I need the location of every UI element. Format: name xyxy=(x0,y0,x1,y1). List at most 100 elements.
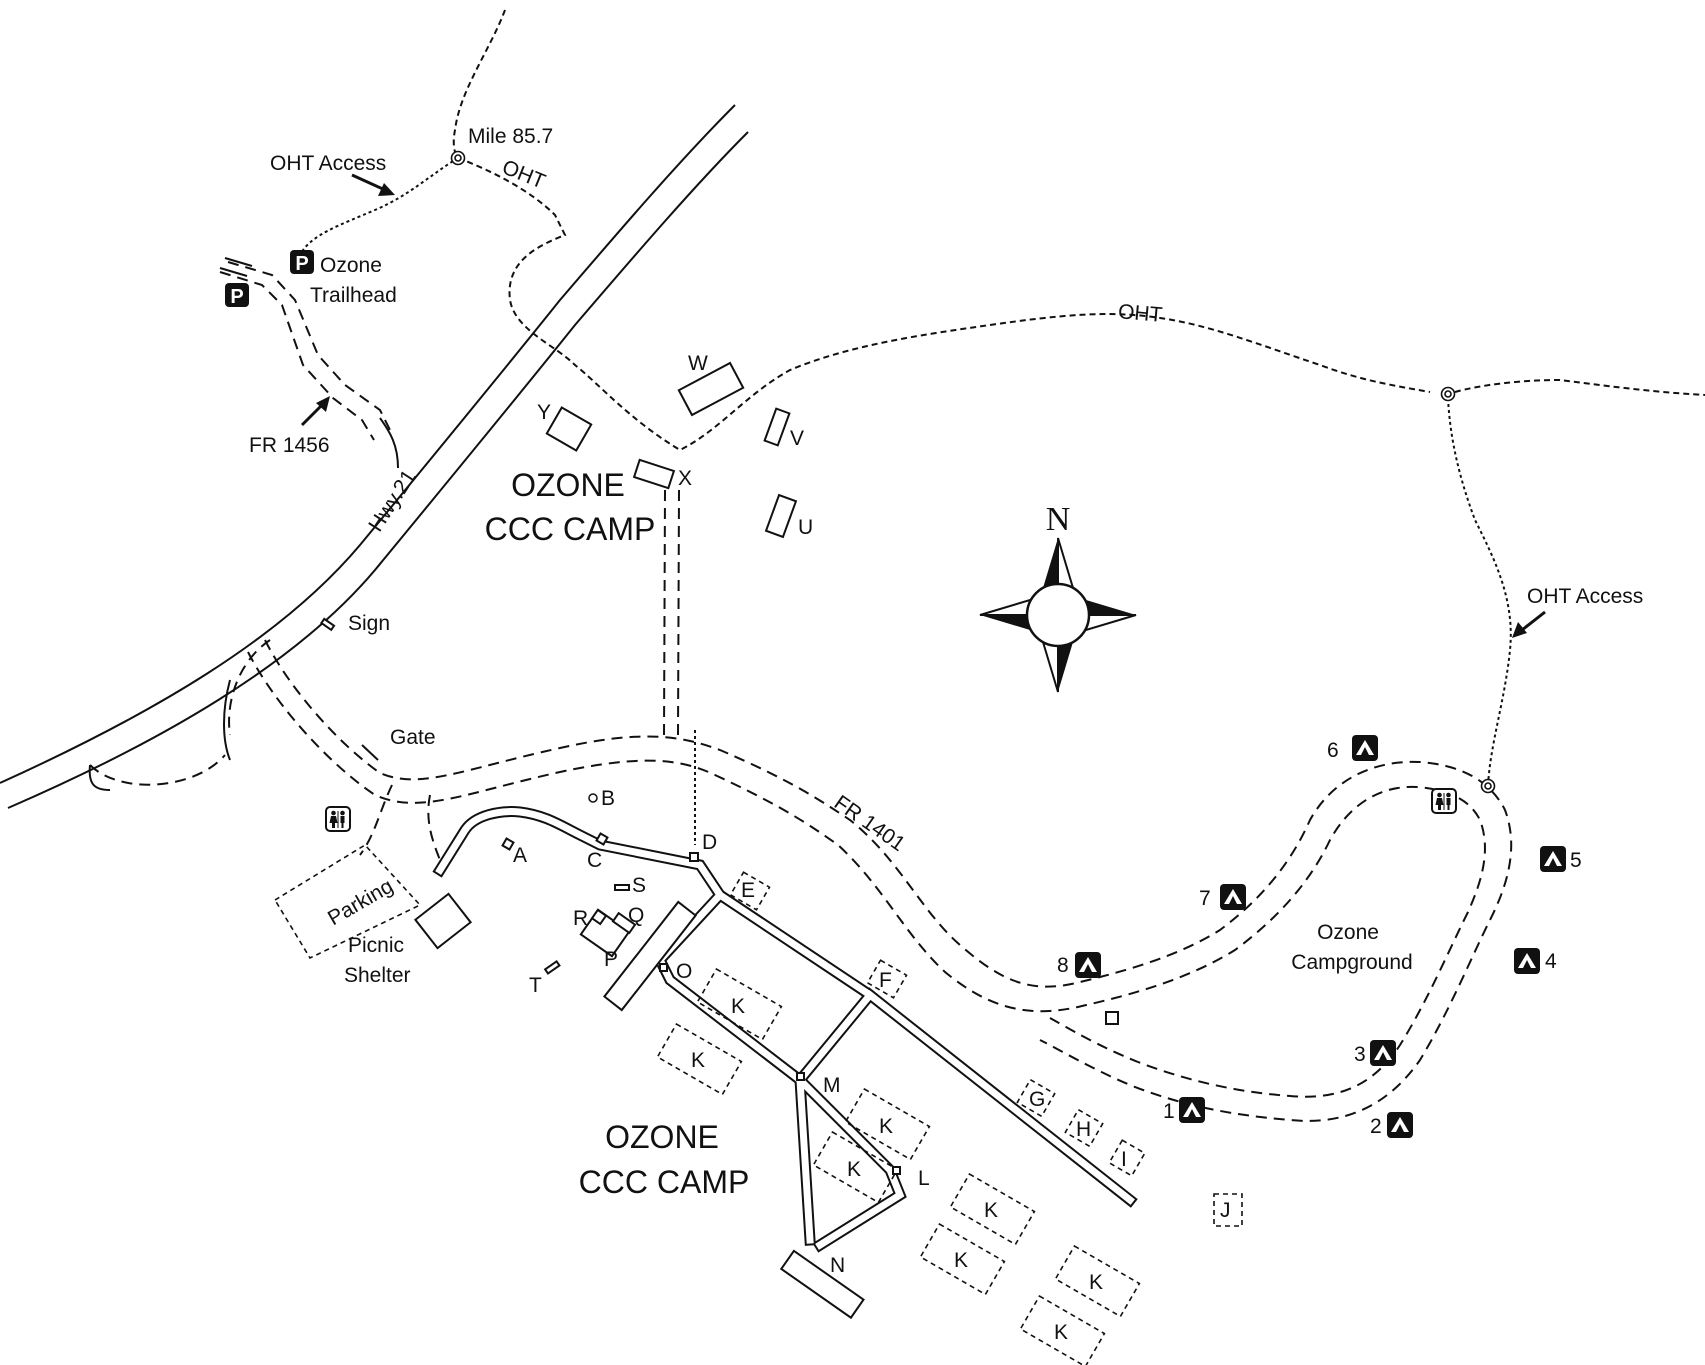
ccc-camp-double-path xyxy=(663,489,680,736)
pointer-arrow-icon xyxy=(300,396,330,427)
oht-trail xyxy=(452,9,1705,452)
trail-junction-icon xyxy=(1440,386,1456,402)
tent-campsite-icon xyxy=(1514,948,1540,974)
site-label-m: M xyxy=(823,1074,841,1097)
site-label-p: P xyxy=(604,948,618,971)
site-label-c: C xyxy=(587,849,602,872)
tent-campsite-icon xyxy=(1540,846,1566,872)
tent-campsite-icon xyxy=(1075,952,1101,978)
site-b-marker xyxy=(588,793,598,803)
campsite-number: 4 xyxy=(1545,950,1557,973)
site-label-j: J xyxy=(1220,1199,1231,1222)
oht-access-nw-label: OHT Access xyxy=(270,152,386,175)
campground-label-2: Campground xyxy=(1291,951,1412,974)
parking-lane xyxy=(359,784,393,856)
site-label-n: N xyxy=(830,1254,845,1277)
fr-1401-road xyxy=(247,639,1513,1122)
fr-1456-junction xyxy=(379,417,399,469)
oht-access-e-trail xyxy=(1447,397,1512,787)
parking-label: Parking xyxy=(324,875,397,931)
site-label-w: W xyxy=(688,352,708,375)
sign-label: Sign xyxy=(348,612,390,635)
building-n xyxy=(779,1249,865,1320)
building-y xyxy=(545,406,593,452)
building-r xyxy=(590,908,608,926)
parking-icon: P xyxy=(290,250,314,275)
trail-junction-icon xyxy=(450,150,466,166)
sign-post xyxy=(319,617,336,632)
compass-north-label: N xyxy=(1046,501,1071,538)
access-loop-edge xyxy=(223,679,231,761)
site-label-a: A xyxy=(513,844,527,867)
parking-lane-2 xyxy=(427,794,441,861)
site-label-k: K xyxy=(984,1199,998,1222)
ruin-k2 xyxy=(656,1022,743,1096)
ccc-foundations xyxy=(656,871,1243,1365)
site-label-g: G xyxy=(1029,1088,1045,1111)
pointer-arrow-icon xyxy=(351,173,395,196)
oht-access-e-label: OHT Access xyxy=(1527,585,1643,608)
gate-label: Gate xyxy=(390,726,436,749)
ruin-k5 xyxy=(949,1172,1036,1246)
site-label-e: E xyxy=(741,879,755,902)
site-o-marker xyxy=(659,963,668,972)
tent-campsite-icon xyxy=(1220,884,1246,910)
campground-label-1: Ozone xyxy=(1317,921,1379,944)
tent-campsite-icon xyxy=(1352,735,1378,761)
trail-junction-icon xyxy=(1480,778,1496,794)
ozone-trailhead-label-2: Trailhead xyxy=(310,284,397,307)
ruin-k6 xyxy=(919,1222,1006,1296)
building-u xyxy=(764,493,798,539)
ruin-g xyxy=(1016,1078,1056,1118)
site-label-s: S xyxy=(632,874,646,897)
ccc-camp-lower-title-1: OZONE xyxy=(605,1119,719,1155)
campsite-number: 5 xyxy=(1570,849,1582,872)
svg-text:P: P xyxy=(230,286,243,308)
ruin-k3 xyxy=(844,1087,931,1161)
site-a-marker xyxy=(501,837,515,851)
ccc-camp-upper-title-2: CCC CAMP xyxy=(485,511,656,547)
access-loop-edge-2 xyxy=(88,764,111,791)
building-v xyxy=(763,407,791,447)
oht-north-label: OHT xyxy=(499,156,549,194)
ruin-k8 xyxy=(1019,1294,1106,1365)
site-d-marker xyxy=(689,852,699,862)
tent-campsite-icon xyxy=(1179,1097,1205,1123)
site-label-k: K xyxy=(1089,1271,1103,1294)
highway-21 xyxy=(0,104,749,809)
building-p xyxy=(602,900,698,1012)
campsite-number: 1 xyxy=(1163,1100,1175,1123)
campsite-number: 7 xyxy=(1199,887,1211,910)
campsite-number: 6 xyxy=(1327,739,1339,762)
site-label-y: Y xyxy=(537,401,551,424)
ruin-h xyxy=(1064,1108,1104,1148)
ruin-f xyxy=(866,959,908,999)
pointer-arrow-icon xyxy=(1512,610,1546,638)
site-label-f: F xyxy=(879,969,892,992)
ruin-k7 xyxy=(1054,1244,1141,1318)
structures xyxy=(319,361,1119,1320)
camp-walkways xyxy=(432,806,1138,1253)
site-label-h: H xyxy=(1076,1118,1091,1141)
fr-1456-label: FR 1456 xyxy=(249,434,330,457)
picnic-shelter-label-2: Shelter xyxy=(344,964,411,987)
ruin-e xyxy=(729,871,771,911)
campground-host xyxy=(1105,1011,1119,1025)
mile-marker-label: Mile 85.7 xyxy=(468,125,553,148)
building-t xyxy=(543,959,561,975)
site-label-v: V xyxy=(790,427,804,450)
svg-text:P: P xyxy=(295,253,308,275)
site-label-i: I xyxy=(1121,1148,1127,1171)
picnic-shelter xyxy=(413,892,473,950)
site-label-k: K xyxy=(879,1115,893,1138)
campsite-number: 3 xyxy=(1354,1043,1366,1066)
site-label-k: K xyxy=(847,1158,861,1181)
ruin-i xyxy=(1108,1139,1146,1177)
access-loop xyxy=(228,639,271,736)
building-s xyxy=(614,884,630,891)
site-label-u: U xyxy=(798,516,813,539)
site-label-k: K xyxy=(954,1249,968,1272)
building-q xyxy=(611,911,637,935)
